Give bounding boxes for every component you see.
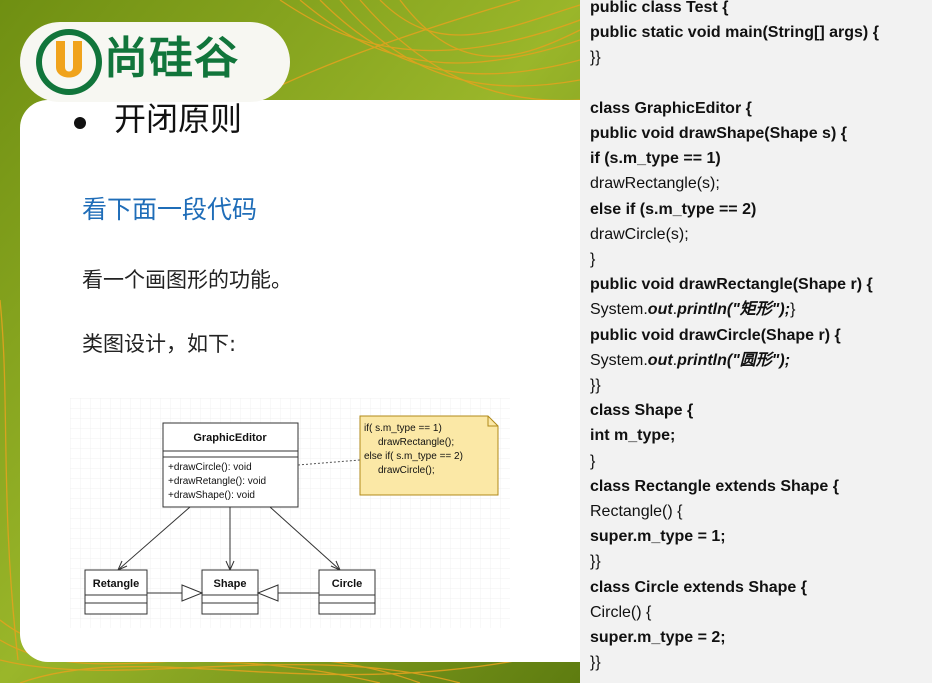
code-token: out: [647, 301, 673, 319]
code-line: }}: [590, 551, 601, 573]
code-token: println("圆形");: [677, 351, 791, 369]
code-line: if (s.m_type == 1): [590, 148, 721, 170]
graphiceditor-method: +drawCircle(): void: [168, 462, 252, 473]
code-line: class Shape {: [590, 400, 693, 422]
code-line: }}: [590, 47, 601, 69]
code-line: class Circle extends Shape {: [590, 577, 807, 599]
note-line: else if( s.m_type == 2): [364, 451, 463, 462]
code-line: super.m_type = 2;: [590, 627, 726, 649]
code-token: class Shape {: [590, 402, 694, 420]
note-line: drawRectangle();: [378, 437, 454, 448]
shape-class-name: Shape: [213, 578, 246, 590]
note-line: drawCircle();: [378, 465, 435, 476]
retangle-class-box: Retangle: [84, 569, 148, 615]
body-text-1: 看一个画图形的功能。: [82, 268, 292, 292]
code-token: drawRectangle(s);: [590, 175, 720, 193]
slide: U 尚硅谷 开闭原则 看下面一段代码 看一个画图形的功能。 类图设计，如下: G…: [0, 0, 580, 683]
code-token: }: [590, 251, 596, 268]
code-line: int m_type;: [590, 425, 675, 447]
code-token: }: [790, 301, 796, 319]
class-diagram: GraphicEditor +drawCircle(): void +drawR…: [70, 398, 510, 628]
code-token: int m_type;: [590, 427, 676, 445]
code-line: public void drawCircle(Shape r) {: [590, 325, 841, 347]
code-line: public void drawShape(Shape s) {: [590, 123, 847, 145]
code-token: if (s.m_type == 1): [590, 150, 721, 168]
code-token: public static void main(String[] args) {: [590, 24, 879, 42]
circle-class-name: Circle: [332, 578, 363, 590]
code-line: }}: [590, 375, 601, 397]
code-line: class GraphicEditor {: [590, 98, 752, 120]
code-token: public void drawRectangle(Shape r) {: [590, 276, 873, 294]
code-token: public void drawShape(Shape s) {: [590, 125, 847, 142]
code-token: }}: [590, 49, 601, 67]
code-line: class Rectangle extends Shape {: [590, 476, 839, 498]
graphiceditor-method: +drawRetangle(): void: [168, 476, 266, 487]
logo-text: 尚硅谷: [104, 33, 239, 84]
code-token: super.m_type = 1;: [590, 528, 726, 546]
code-token: Rectangle() {: [590, 503, 683, 520]
code-token: class GraphicEditor {: [590, 99, 752, 117]
code-line: public class Test {: [590, 0, 728, 19]
code-token: }}: [590, 377, 601, 394]
graphiceditor-method: +drawShape(): void: [168, 490, 255, 501]
code-token: out: [647, 351, 673, 369]
code-line: }: [590, 249, 595, 271]
code-token: public void drawCircle(Shape r) {: [590, 326, 841, 344]
circle-class-box: Circle: [318, 569, 376, 615]
body-text-2: 类图设计，如下:: [82, 332, 237, 356]
code-line: }}: [590, 652, 601, 674]
bullet-icon: [74, 117, 86, 129]
code-panel: public class Test { public static void ma…: [580, 0, 932, 683]
code-token: }}: [590, 654, 601, 672]
code-line: super.m_type = 1;: [590, 526, 726, 548]
code-token: class Circle extends Shape {: [590, 578, 807, 596]
code-token: Circle() {: [590, 603, 652, 621]
code-line: }: [590, 451, 595, 473]
code-token: println("矩形");: [677, 301, 791, 319]
code-token: System.: [590, 351, 648, 369]
inheritance-arrows: [147, 584, 319, 602]
shape-class-box: Shape: [201, 569, 259, 615]
code-token: }: [590, 452, 596, 470]
dependency-arrows: [117, 506, 341, 571]
slide-subtitle: 看下面一段代码: [82, 195, 258, 224]
retangle-class-name: Retangle: [93, 578, 139, 590]
code-line: drawCircle(s);: [590, 224, 689, 246]
code-token: }}: [590, 553, 601, 571]
code-line: else if (s.m_type == 2): [590, 199, 756, 221]
note-line: if( s.m_type == 1): [364, 423, 442, 434]
note-box: if( s.m_type == 1) drawRectangle(); else…: [359, 415, 499, 496]
code-token: System.: [590, 301, 648, 319]
code-token: class Rectangle extends Shape {: [590, 477, 839, 495]
code-line: Circle() {: [590, 602, 651, 624]
code-token: public class Test {: [590, 0, 729, 16]
graphiceditor-class-name: GraphicEditor: [193, 432, 267, 444]
code-token: .: [672, 351, 678, 369]
code-line: System.out.println("矩形");}: [590, 299, 795, 321]
code-token: else if (s.m_type == 2): [590, 200, 757, 218]
code-line: public void drawRectangle(Shape r) {: [590, 274, 873, 296]
code-token: drawCircle(s);: [590, 225, 689, 243]
slide-title: 开闭原则: [114, 100, 243, 138]
code-line: drawRectangle(s);: [590, 173, 720, 195]
graphiceditor-class-box: GraphicEditor +drawCircle(): void +drawR…: [162, 422, 299, 508]
code-token: super.m_type = 2;: [590, 629, 726, 646]
code-token: .: [672, 301, 678, 319]
code-line: System.out.println("圆形");: [590, 350, 790, 372]
code-line: Rectangle() {: [590, 501, 683, 523]
logo-icon: U: [36, 29, 102, 95]
code-line: public static void main(String[] args) {: [590, 22, 879, 44]
